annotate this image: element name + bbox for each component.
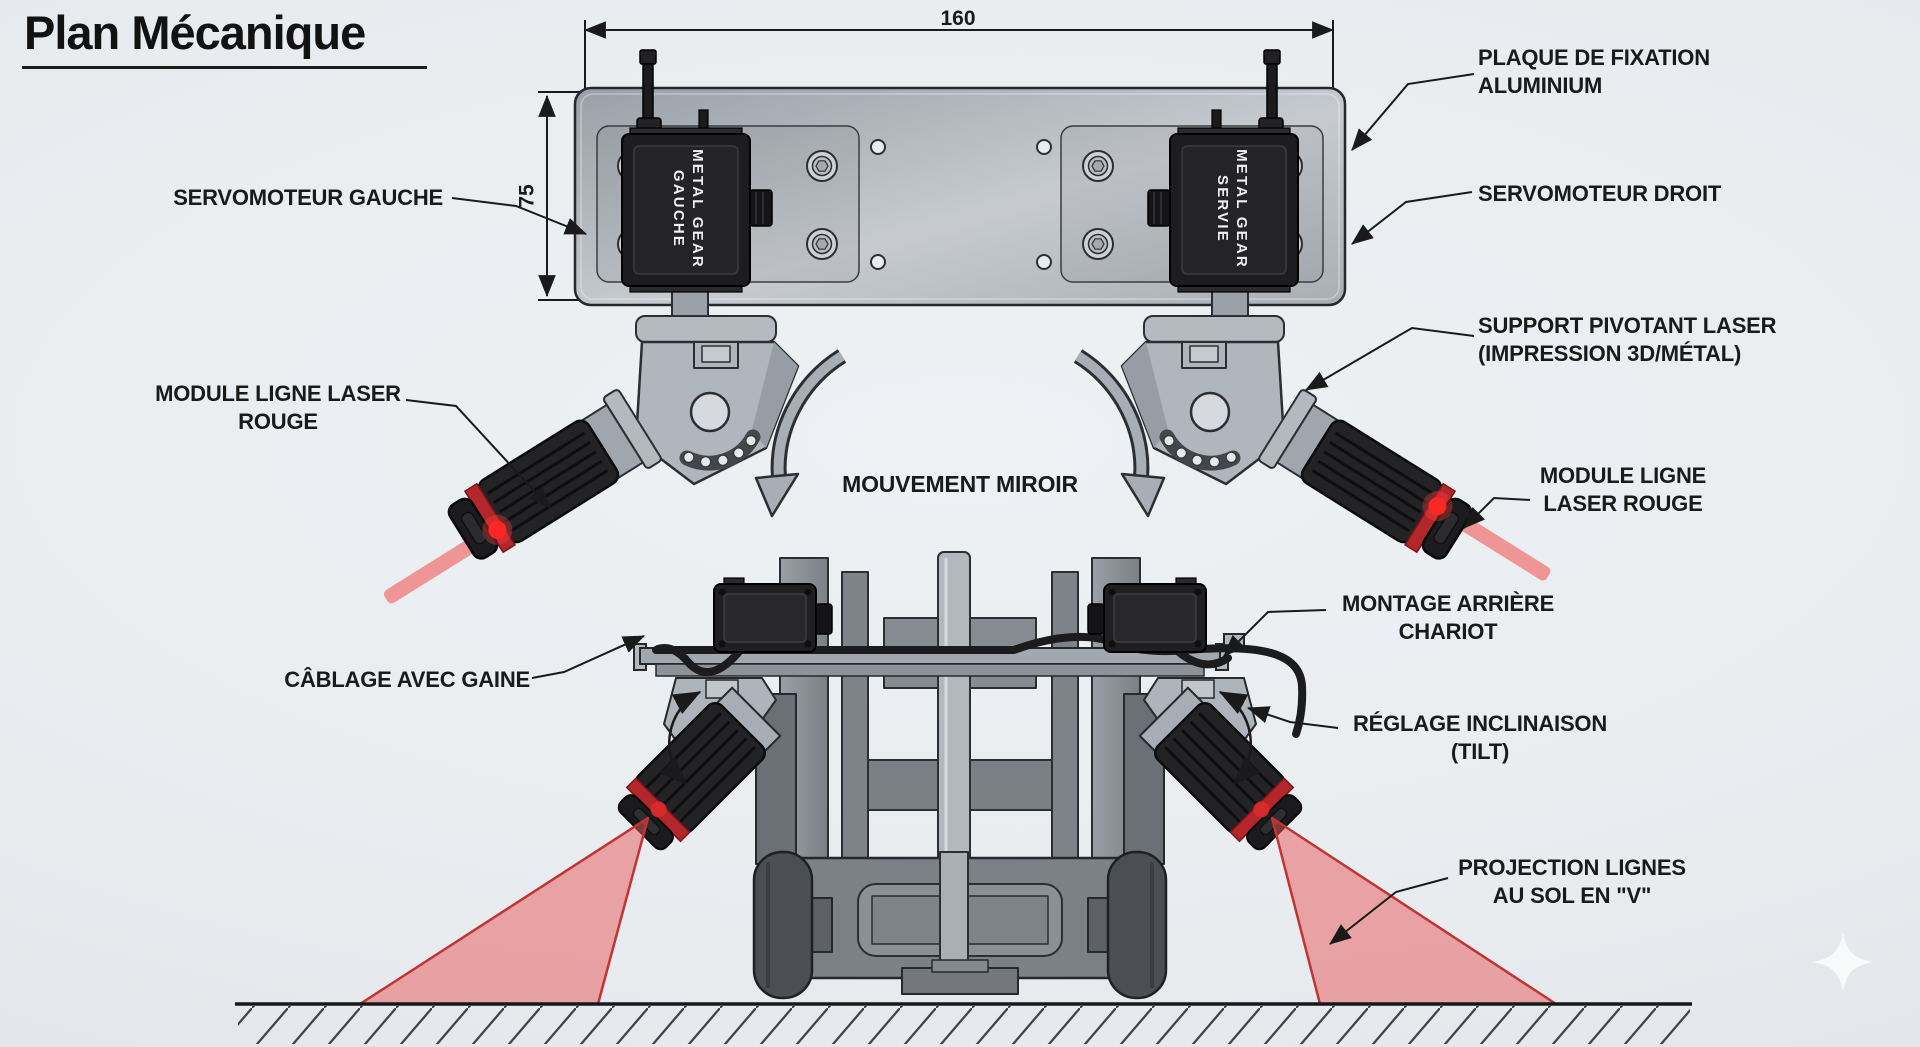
dimension-width-label: 160	[940, 7, 976, 30]
servo-right	[1147, 49, 1299, 319]
tilt-arrows	[659, 690, 1261, 785]
ground	[235, 1002, 1692, 1044]
laser-module-bottom-left	[609, 686, 782, 859]
sparkle-watermark	[1813, 932, 1873, 992]
label-plaque-fixation: PLAQUE DE FIXATION ALUMINIUM	[1478, 45, 1710, 98]
servo-left	[621, 49, 773, 319]
laser-module-bottom-right	[1138, 686, 1311, 859]
laser-module-right	[1258, 389, 1551, 581]
laser-fan-left	[358, 816, 650, 1006]
servo-on-bar-right	[1087, 577, 1207, 653]
label-cablage: CÂBLAGE AVEC GAINE	[284, 667, 530, 692]
label-montage-arriere: MONTAGE ARRIÈRE CHARIOT	[1341, 591, 1555, 644]
dimension-height	[538, 91, 580, 301]
dimension-width	[583, 20, 1335, 92]
pivot-bracket-right	[1120, 315, 1286, 486]
dimension-height-label: 75	[515, 184, 539, 208]
servo-on-bar-left	[713, 577, 833, 653]
label-mouvement-miroir: MOUVEMENT MIROIR	[842, 471, 1078, 497]
laser-fan-right	[1270, 816, 1558, 1006]
label-module-gauche: MODULE LIGNE LASER ROUGE	[155, 381, 401, 434]
pivot-bracket-left	[634, 315, 800, 486]
label-module-droit: MODULE LIGNE LASER ROUGE	[1539, 463, 1707, 516]
mirror-motion-arrows	[754, 349, 1166, 518]
servo-left-badge: METAL GEAR GAUCHE	[670, 149, 706, 269]
label-projection: PROJECTION LIGNES AU SOL EN "V"	[1458, 855, 1686, 908]
leader-lines	[405, 73, 1531, 945]
servo-right-badge: METAL GEAR SERVIE	[1214, 149, 1250, 269]
laser-module-left	[383, 389, 662, 604]
label-servo-gauche: SERVOMOTEUR GAUCHE	[173, 185, 443, 210]
label-reglage-inclinaison: RÉGLAGE INCLINAISON (TILT)	[1352, 711, 1608, 764]
label-support-pivotant: SUPPORT PIVOTANT LASER (IMPRESSION 3D/MÉ…	[1478, 313, 1777, 366]
label-servo-droit: SERVOMOTEUR DROIT	[1478, 181, 1722, 206]
page-title: Plan Mécanique	[22, 4, 428, 69]
